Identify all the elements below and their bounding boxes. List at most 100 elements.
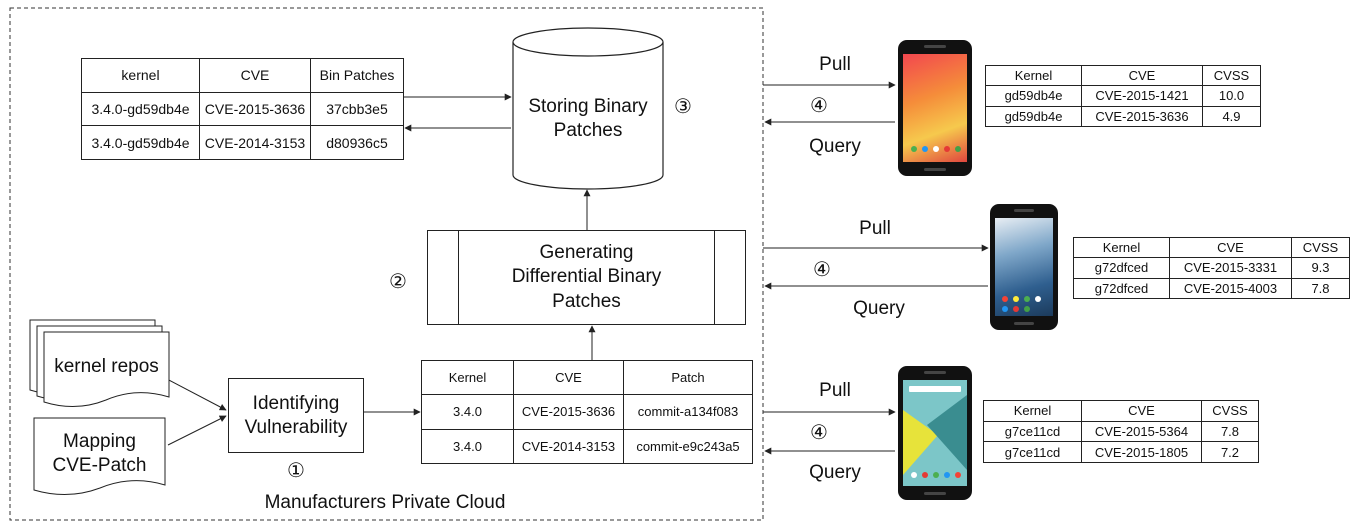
phone-2-image	[990, 204, 1058, 330]
pull-label-2: Pull	[859, 218, 891, 239]
table-cell: commit-e9c243a5	[623, 428, 753, 465]
table-cell: CVE-2014-3153	[199, 125, 311, 160]
header-cell: CVE	[1081, 400, 1202, 422]
header-cell: Bin Patches	[310, 58, 404, 93]
step-3-marker: ③	[674, 96, 692, 118]
phone-speaker	[1013, 322, 1035, 325]
phone-speaker	[1013, 209, 1035, 212]
phone-screen	[903, 380, 967, 486]
generator-box-right-bar	[714, 231, 715, 324]
app-icon	[1013, 296, 1019, 302]
app-icon	[1024, 306, 1030, 312]
header-cell: CVSS	[1201, 400, 1259, 422]
table-cell: CVE-2015-1421	[1081, 85, 1203, 107]
table-cell: CVE-2015-3331	[1169, 257, 1292, 279]
app-icon	[955, 146, 961, 152]
phone-1-image	[898, 40, 972, 176]
table-cell: CVE-2015-3636	[1081, 105, 1203, 128]
table-row: g72dfced CVE-2015-4003 7.8	[1073, 277, 1350, 300]
table-row: g7ce11cd CVE-2015-5364 7.8	[983, 420, 1259, 443]
header-cell: kernel	[81, 58, 200, 93]
header-cell: Kernel	[983, 400, 1082, 422]
phone-3-image	[898, 366, 972, 500]
table-cell: CVE-2015-1805	[1081, 441, 1202, 463]
table-row: 3.4.0-gd59db4e CVE-2015-3636 37cbb3e5	[81, 91, 404, 127]
app-icon	[1013, 306, 1019, 312]
phone-speaker	[923, 45, 947, 48]
step-1-marker: ①	[287, 460, 305, 482]
table-cell: gd59db4e	[985, 105, 1082, 128]
app-icon	[1035, 296, 1041, 302]
header-cell: CVSS	[1291, 236, 1350, 259]
pull-label-1: Pull	[819, 54, 851, 75]
mapping-document	[33, 417, 166, 496]
kernel-repos-stack	[29, 319, 170, 408]
table-row: gd59db4e CVE-2015-1421 10.0	[985, 85, 1261, 107]
table-cell: 4.9	[1202, 105, 1261, 128]
table-cell: CVE-2014-3153	[513, 428, 624, 465]
app-icon	[1024, 296, 1030, 302]
table-row: gd59db4e CVE-2015-3636 4.9	[985, 105, 1261, 128]
header-cell: CVSS	[1202, 64, 1261, 87]
table-cell: 7.2	[1201, 441, 1259, 463]
header-cell: Kernel	[1073, 236, 1170, 259]
storage-cylinder	[512, 27, 664, 190]
table-cell: CVE-2015-4003	[1169, 277, 1292, 300]
table-header-row: kernel CVE Bin Patches	[81, 58, 404, 93]
app-icon	[1002, 296, 1008, 302]
repos-to-identify-arrow	[164, 377, 227, 411]
table-cell: CVE-2015-3636	[199, 91, 311, 127]
app-icon	[1002, 306, 1008, 312]
header-cell: Patch	[623, 359, 753, 396]
cloud-title: Manufacturers Private Cloud	[264, 492, 506, 513]
header-cell: CVE	[199, 58, 311, 93]
identify-label: Identifying Vulnerability	[244, 393, 348, 438]
header-cell: Kernel	[985, 64, 1082, 87]
table-cell: 3.4.0	[421, 394, 514, 430]
device-3-table: Kernel CVE CVSS g7ce11cd CVE-2015-5364 7…	[983, 400, 1259, 463]
step-2-marker: ②	[389, 271, 407, 293]
device-1-table: Kernel CVE CVSS gd59db4e CVE-2015-1421 1…	[985, 64, 1261, 128]
table-cell: CVE-2015-3636	[513, 394, 624, 430]
table-cell: 7.8	[1201, 420, 1259, 443]
query-label-1: Query	[809, 136, 861, 157]
table-cell: CVE-2015-5364	[1081, 420, 1202, 443]
wallpaper-shape	[927, 395, 967, 470]
query-label-3: Query	[809, 462, 861, 483]
search-bar	[909, 386, 961, 392]
query-label-2: Query	[853, 298, 905, 319]
table-header-row: Kernel CVE Patch	[421, 359, 753, 396]
step-4-marker-2: ④	[813, 259, 831, 281]
phone-speaker	[923, 371, 947, 374]
generator-box: Generating Differential Binary Patches	[427, 230, 746, 325]
app-icon	[944, 146, 950, 152]
table-header-row: Kernel CVE CVSS	[1073, 236, 1350, 259]
table-header-row: Kernel CVE CVSS	[983, 400, 1259, 422]
table-row: 3.4.0 CVE-2015-3636 commit-a134f083	[421, 394, 753, 430]
app-icon	[911, 472, 917, 478]
table-cell: g72dfced	[1073, 257, 1170, 279]
table-cell: g7ce11cd	[983, 441, 1082, 463]
table-row: 3.4.0-gd59db4e CVE-2014-3153 d80936c5	[81, 125, 404, 160]
table-cell: d80936c5	[310, 125, 404, 160]
header-cell: CVE	[1169, 236, 1292, 259]
table-cell: 10.0	[1202, 85, 1261, 107]
generator-box-left-bar	[458, 231, 459, 324]
phone-screen	[995, 218, 1053, 316]
app-icon	[933, 472, 939, 478]
header-cell: CVE	[513, 359, 624, 396]
step-4-marker-3: ④	[810, 422, 828, 444]
table-row: g7ce11cd CVE-2015-1805 7.2	[983, 441, 1259, 463]
private-cloud-boundary	[9, 7, 764, 521]
device-2-table: Kernel CVE CVSS g72dfced CVE-2015-3331 9…	[1073, 236, 1350, 300]
table-cell: 37cbb3e5	[310, 91, 404, 127]
table-header-row: Kernel CVE CVSS	[985, 64, 1261, 87]
table-row: g72dfced CVE-2015-3331 9.3	[1073, 257, 1350, 279]
table-cell: 3.4.0	[421, 428, 514, 465]
table-cell: 7.8	[1291, 277, 1350, 300]
generator-label: Generating Differential Binary Patches	[511, 242, 662, 312]
app-icon	[922, 146, 928, 152]
table-row: 3.4.0 CVE-2014-3153 commit-e9c243a5	[421, 428, 753, 465]
table-cell: 3.4.0-gd59db4e	[81, 91, 200, 127]
